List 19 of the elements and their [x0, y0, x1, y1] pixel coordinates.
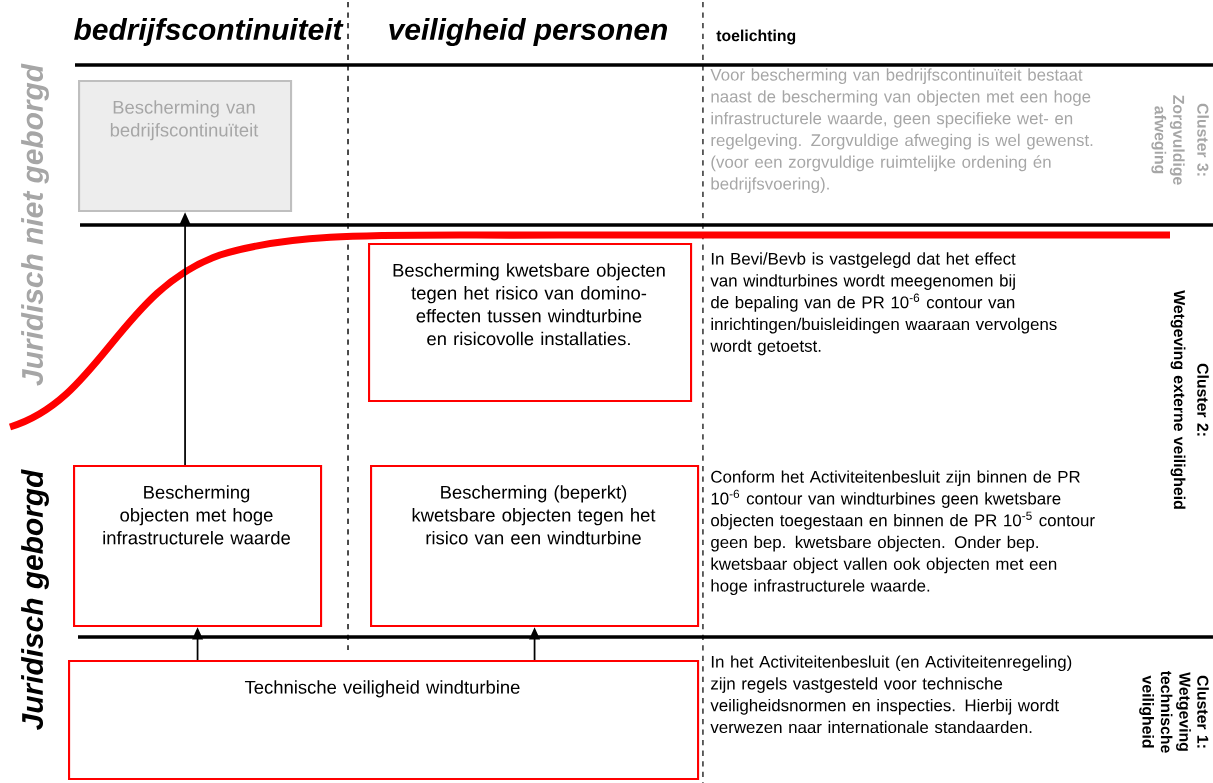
explanation-text: In het Activiteitenbesluit (en Activiteitenregeling) zijn regels vastgesteld voor technische veiligheidsnormen en inspecties. Hierbij wordt verwezen naar internationale standaarden. — [710, 655, 1072, 734]
explanation-text: Voor bescherming van bedrijfscontinuïteit bestaat naast de bescherming van objecten met een hoge infrastructurele waarde, geen specifieke wet- en regelgeving. Zorgvuldige afweging is wel gewenst. (voor een zorgvuldige ruimtelijke ordening én bedrijfsvoering). — [710, 68, 1093, 194]
cluster-label: Cluster 2: — [1197, 363, 1209, 436]
process-box: Bescherming kwetsbare objecten tegen het risico van domino-effecten tussen windturbine en risicovolle installaties. — [368, 243, 693, 403]
column-heading: veiligheid personen — [389, 18, 668, 46]
cluster-label: Wetgeving technische veiligheid — [1139, 670, 1191, 753]
row-heading: Juridisch niet geborgd — [21, 63, 49, 386]
cluster-label: Cluster 1: — [1197, 675, 1209, 748]
cluster-label: Cluster 3: — [1197, 103, 1209, 176]
process-box: Technische veiligheid windturbine — [68, 660, 700, 781]
column-heading: toelichting — [716, 29, 796, 45]
process-box: Bescherming van bedrijfscontinuïteit — [78, 80, 293, 213]
column-heading: bedrijfscontinuiteit — [74, 18, 344, 46]
row-heading: Juridisch geborgd — [21, 469, 49, 730]
cluster-label: Zorgvuldige afweging — [1151, 95, 1185, 185]
process-box: Bescherming (beperkt) kwetsbare objecten tegen het risico van een windturbine — [370, 465, 700, 628]
cluster-label: Wetgeving externe veiligheid — [1170, 290, 1186, 509]
explanation-text: In Bevi/Bevb is vastgelegd dat het effect van windturbines wordt meegenomen bij de bepaling van de PR 10$^{-6}$ contour van inrichtingen/buisleidingen waaraan vervolgens wordt getoetst. — [710, 252, 1057, 356]
process-box: Bescherming objecten met hoge infrastructurele waarde — [73, 465, 323, 628]
